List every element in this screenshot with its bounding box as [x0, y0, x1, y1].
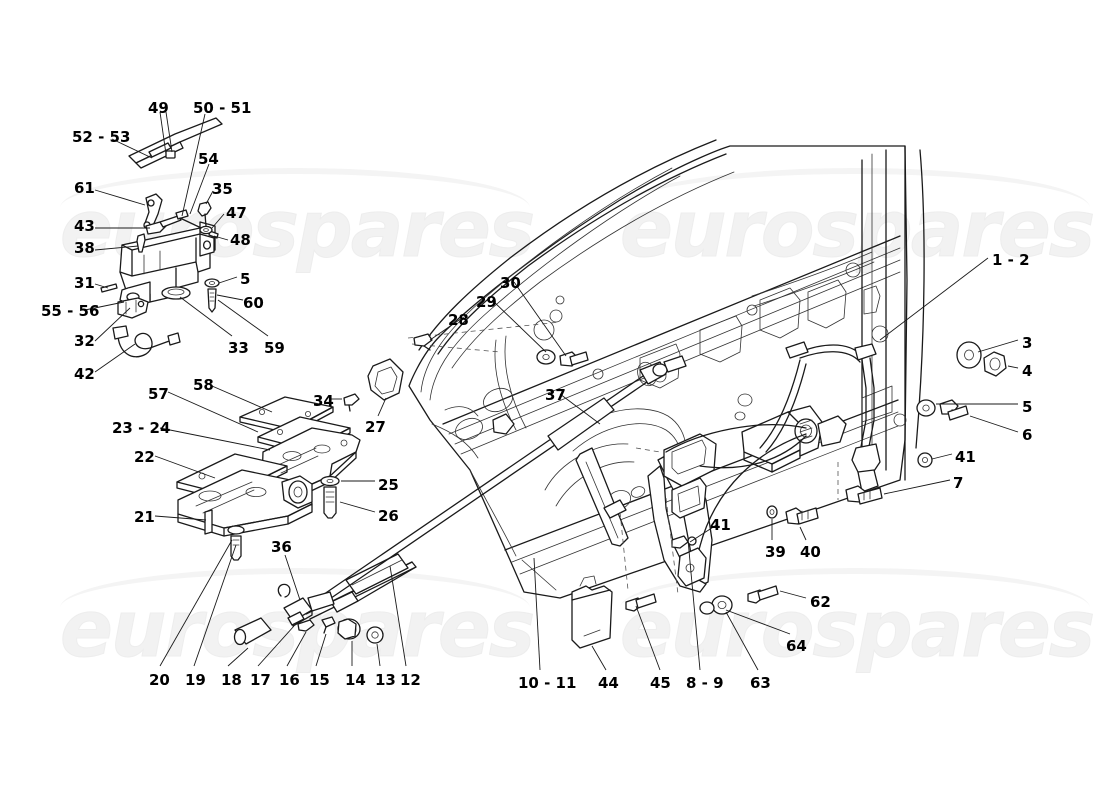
part-door-front-edge — [444, 335, 527, 435]
callout-32: 32 — [74, 332, 95, 350]
callout-8-9: 8 - 9 — [686, 674, 724, 692]
callout-50-51: 50 - 51 — [193, 99, 252, 117]
callout-7: 7 — [953, 474, 964, 492]
callout-60: 60 — [243, 294, 264, 312]
callout-54: 54 — [198, 150, 219, 168]
callout-20: 20 — [149, 671, 170, 689]
callout-14: 14 — [345, 671, 366, 689]
leader-lines-midleft — [154, 385, 407, 667]
callout-10-11: 10 - 11 — [518, 674, 577, 692]
callout-21: 21 — [134, 508, 155, 526]
callout-34: 34 — [313, 392, 334, 410]
callout-64: 64 — [786, 637, 807, 655]
part-hinge-bracket-stack — [176, 358, 404, 561]
callout-38: 38 — [74, 239, 95, 257]
callout-5-right: 5 — [1022, 398, 1033, 416]
callout-25: 25 — [378, 476, 399, 494]
callout-63: 63 — [750, 674, 771, 692]
callout-43: 43 — [74, 217, 95, 235]
leader-lines-right — [429, 257, 1019, 671]
callout-40: 40 — [800, 543, 821, 561]
callout-45: 45 — [650, 674, 671, 692]
part-small-hardware-left — [100, 193, 220, 358]
part-cable-rod-assembly — [233, 553, 417, 646]
callout-29: 29 — [476, 293, 497, 311]
callout-59: 59 — [264, 339, 285, 357]
callout-27: 27 — [365, 418, 386, 436]
part-long-rod-37 — [307, 355, 687, 612]
callout-16: 16 — [279, 671, 300, 689]
callout-62: 62 — [810, 593, 831, 611]
callout-48: 48 — [230, 231, 251, 249]
callout-5-left: 5 — [240, 270, 251, 288]
callout-28: 28 — [448, 311, 469, 329]
callout-42: 42 — [74, 365, 95, 383]
callout-18: 18 — [221, 671, 242, 689]
callout-1-2: 1 - 2 — [992, 251, 1030, 269]
callout-61: 61 — [74, 179, 95, 197]
callout-55-56: 55 - 56 — [41, 302, 100, 320]
callout-57: 57 — [148, 385, 169, 403]
callout-41-regulator: 41 — [710, 516, 731, 534]
callout-58: 58 — [193, 376, 214, 394]
callout-33: 33 — [228, 339, 249, 357]
part-right-fasteners — [413, 333, 1007, 649]
callout-36: 36 — [271, 538, 292, 556]
callout-17: 17 — [250, 671, 271, 689]
callout-30: 30 — [500, 274, 521, 292]
callout-47: 47 — [226, 204, 247, 222]
callout-41-right: 41 — [955, 448, 976, 466]
callout-3: 3 — [1022, 334, 1033, 352]
callout-49: 49 — [148, 99, 169, 117]
part-window-regulator — [575, 405, 847, 593]
callout-37: 37 — [545, 386, 566, 404]
callout-19: 19 — [185, 671, 206, 689]
part-door-lock-rods — [759, 341, 881, 493]
callout-15: 15 — [309, 671, 330, 689]
callout-26: 26 — [378, 507, 399, 525]
callout-31: 31 — [74, 274, 95, 292]
callout-23-24: 23 - 24 — [112, 419, 171, 437]
callout-13: 13 — [375, 671, 396, 689]
part-door-assembly — [307, 139, 925, 612]
callout-39: 39 — [765, 543, 786, 561]
callout-52-53: 52 - 53 — [72, 128, 131, 146]
callout-44: 44 — [598, 674, 619, 692]
callout-4: 4 — [1022, 362, 1033, 380]
callout-35: 35 — [212, 180, 233, 198]
callout-6: 6 — [1022, 426, 1033, 444]
callout-22: 22 — [134, 448, 155, 466]
callout-12: 12 — [400, 671, 421, 689]
